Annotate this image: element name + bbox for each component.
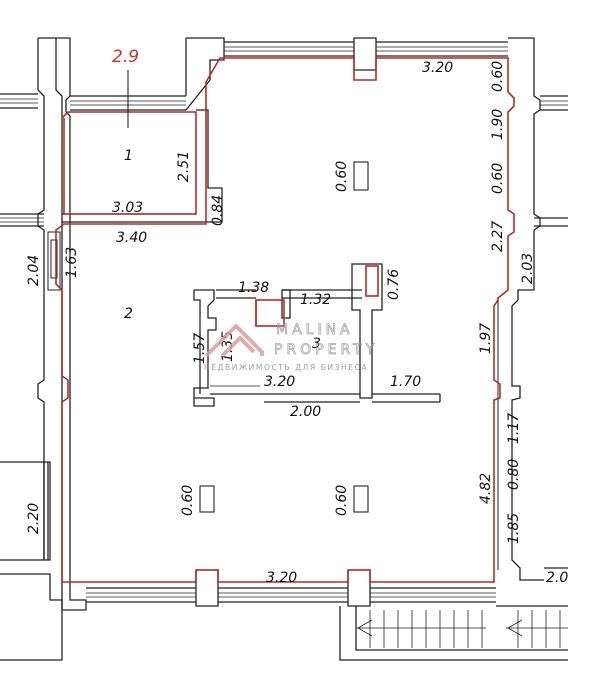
dim-bottom-width: 3.20: [266, 570, 297, 586]
interior-walls: [47, 109, 441, 407]
dim-room1-width: 3.03: [112, 200, 143, 216]
dim-room1-outer: 3.40: [116, 230, 147, 246]
watermark-line2: PROPERTY: [274, 342, 378, 358]
columns: [199, 161, 369, 513]
room-3-label: 3: [312, 336, 321, 352]
column-upper: [353, 161, 369, 191]
dim-room1-height: 2.51: [176, 151, 192, 182]
dim-top-width: 3.20: [422, 60, 453, 76]
dim-right-117: 1.17: [506, 413, 522, 444]
ceiling-height-label: 2.9: [112, 47, 139, 67]
watermark: MALINA PROPERTY НЕДВИЖИМОСТЬ ДЛЯ БИЗНЕСА: [204, 322, 378, 372]
room-1-label: 1: [124, 148, 133, 164]
dim-room3-157: 1.57: [192, 333, 208, 364]
column-lower-left: [199, 485, 215, 513]
dim-room3-132: 1.32: [300, 292, 331, 308]
dim-left-204: 2.04: [26, 255, 42, 286]
dim-right-cut: 2.0: [546, 570, 568, 586]
dim-room3-138: 1.38: [238, 280, 269, 296]
dim-right-190: 1.90: [490, 109, 506, 140]
watermark-line3: НЕДВИЖИМОСТЬ ДЛЯ БИЗНЕСА: [204, 363, 368, 372]
dim-room3-170: 1.70: [390, 374, 421, 390]
dim-left-220: 2.20: [26, 503, 42, 534]
dim-right-482: 4.82: [478, 473, 494, 504]
column-lower-mid: [353, 485, 369, 513]
dim-right-203: 2.03: [520, 253, 536, 284]
dim-room3-076: 0.76: [386, 269, 402, 300]
dim-right-top: 0.60: [490, 61, 506, 92]
outer-walls: [0, 37, 568, 661]
dim-right-060: 0.60: [490, 163, 506, 194]
dim-left-163: 1.63: [64, 247, 80, 278]
room-outlines: [55, 57, 515, 583]
dim-right-185: 1.85: [506, 513, 522, 544]
dim-room3-200: 2.00: [290, 404, 321, 420]
dim-column-upper: 0.60: [334, 161, 350, 192]
watermark-line1: MALINA: [276, 322, 354, 338]
stairs: [356, 610, 568, 648]
dim-right-080: 0.80: [506, 459, 522, 490]
dim-right-227: 2.27: [490, 221, 506, 252]
dim-right-197: 1.97: [478, 323, 494, 354]
watermark-logo-icon: [204, 324, 264, 358]
dim-room3-320: 3.20: [264, 374, 295, 390]
dim-room1-084: 0.84: [210, 195, 226, 226]
room-2-label: 2: [124, 306, 133, 322]
dim-column-lower-mid: 0.60: [334, 485, 350, 516]
dim-column-lower-left: 0.60: [180, 485, 196, 516]
